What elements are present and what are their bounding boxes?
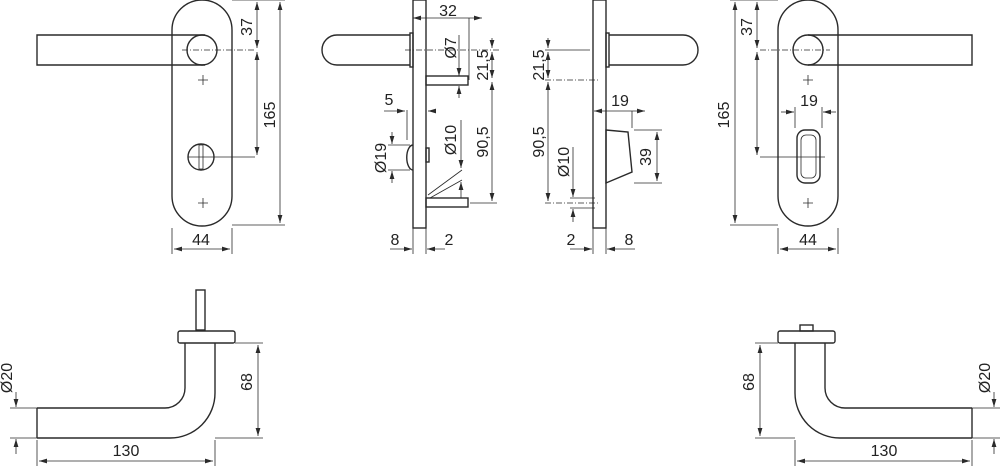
- dim-diameter-20: Ø20: [0, 363, 16, 393]
- rose: [177, 330, 236, 344]
- escutcheon-plate: [171, 0, 233, 227]
- lever-top-view-right: Ø20 68 130: [741, 324, 1000, 466]
- dim-44: 44: [192, 232, 210, 249]
- cylinder: [605, 129, 633, 185]
- dim-21-5: 21,5: [475, 49, 492, 80]
- escutcheon-plate: [777, 0, 839, 227]
- knob: [406, 144, 414, 171]
- cylinder-cover: [796, 129, 821, 184]
- dim-2: 2: [445, 232, 454, 249]
- front-view-right: 37 165 19 44: [716, 0, 973, 254]
- dim-21-5: 21,5: [531, 49, 548, 80]
- dim-165: 165: [716, 102, 733, 129]
- dim-8: 8: [625, 232, 634, 249]
- screw-mark-icon: [803, 75, 813, 208]
- dim-diameter-20: Ø20: [977, 363, 994, 393]
- dim-90-5: 90,5: [531, 126, 548, 157]
- side-view-left: 32 Ø7 21,5 90,5 5 Ø19 Ø10 8 2: [321, 0, 500, 254]
- rose: [777, 330, 836, 344]
- dim-37: 37: [239, 18, 256, 36]
- dim-diameter-19: Ø19: [373, 143, 390, 173]
- dim-130: 130: [871, 443, 898, 460]
- screw-bottom: [425, 197, 469, 208]
- dim-2: 2: [567, 232, 576, 249]
- dim-diameter-10: Ø10: [556, 147, 573, 177]
- dim-90-5: 90,5: [475, 126, 492, 157]
- lever-profile: [609, 34, 699, 66]
- dim-5: 5: [385, 92, 394, 109]
- plate-profile: [592, 0, 607, 229]
- dim-130: 130: [113, 443, 140, 460]
- dim-68: 68: [741, 373, 758, 391]
- lever-profile: [321, 34, 410, 66]
- dim-37: 37: [739, 18, 756, 36]
- dim-32: 32: [439, 3, 457, 20]
- dim-diameter-7: Ø7: [443, 37, 460, 58]
- dim-39: 39: [638, 148, 655, 166]
- screw-top: [425, 75, 469, 86]
- front-view-left: 37 165 44: [36, 0, 285, 254]
- dim-19: 19: [611, 93, 629, 110]
- dim-68: 68: [239, 373, 256, 391]
- dim-44: 44: [799, 232, 817, 249]
- screw-mark-icon: [198, 75, 208, 208]
- dim-diameter-10: Ø10: [443, 125, 460, 155]
- dim-19: 19: [800, 93, 818, 110]
- plate-profile: [412, 0, 427, 229]
- dim-8: 8: [391, 232, 400, 249]
- side-view-right: 21,5 90,5 Ø10 19 39 2 8: [531, 0, 699, 254]
- dim-165: 165: [262, 102, 279, 129]
- lever-handle: [36, 34, 205, 66]
- lever-handle: [808, 34, 973, 66]
- spindle: [195, 289, 206, 331]
- lever-top-view-left: Ø20 68 130: [0, 289, 263, 466]
